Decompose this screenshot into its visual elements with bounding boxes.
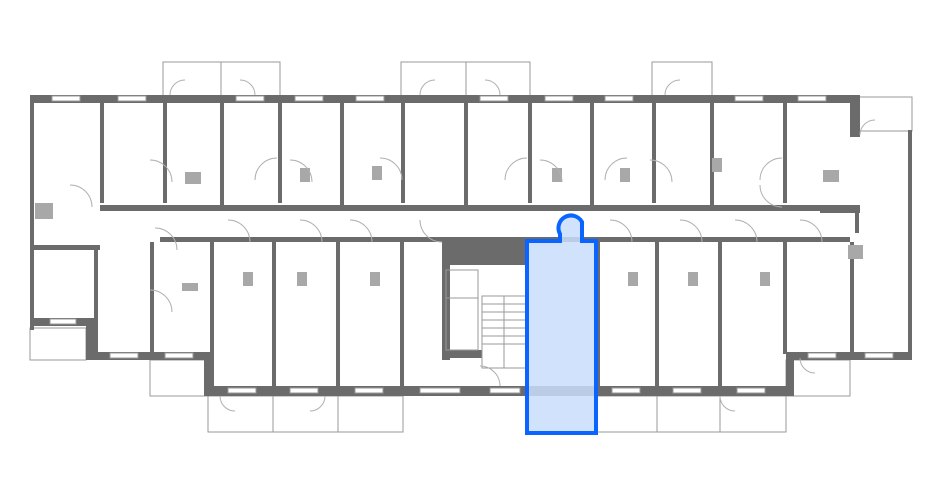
highlighted-apartment[interactable] xyxy=(525,213,598,435)
interior-walls xyxy=(30,79,876,412)
outer-walls xyxy=(30,95,912,396)
